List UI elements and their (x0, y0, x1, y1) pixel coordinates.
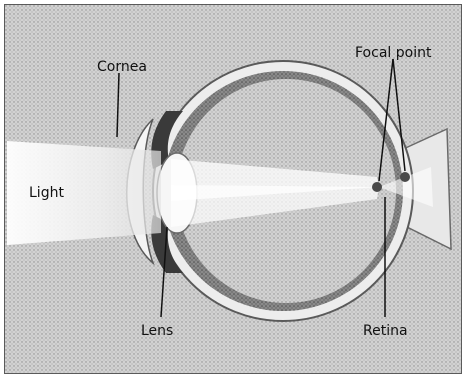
label-lens: Lens (141, 323, 173, 339)
label-light: Light (29, 185, 64, 201)
focal-point-marker-2 (400, 172, 410, 182)
label-retina: Retina (363, 323, 408, 339)
label-focal-point: Focal point (355, 45, 431, 61)
label-cornea: Cornea (97, 59, 147, 75)
focal-point-marker-1 (372, 182, 382, 192)
figure-frame: Cornea Focal point Light Lens Retina (4, 4, 462, 374)
